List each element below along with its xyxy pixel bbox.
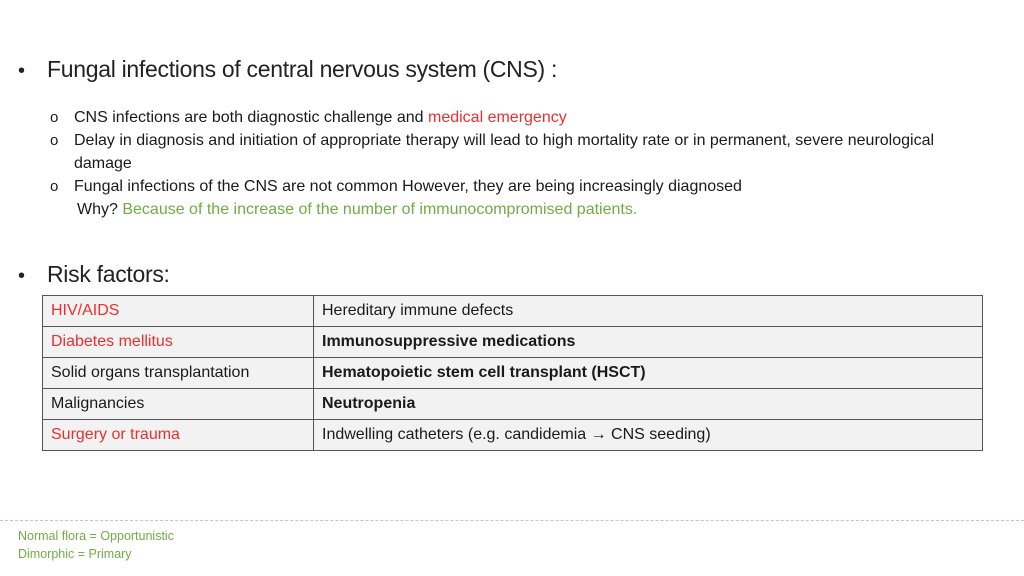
- section-heading-risk-factors: • Risk factors:: [18, 261, 170, 288]
- circle-bullet-icon: o: [50, 109, 59, 126]
- table-cell: Diabetes mellitus: [42, 326, 314, 358]
- point-text: Delay in diagnosis and initiation of app…: [74, 132, 935, 172]
- table-cell: Indwelling catheters (e.g. candidemia → …: [313, 419, 983, 451]
- list-item: o Delay in diagnosis and initiation of a…: [50, 129, 980, 175]
- table-cell: Solid organs transplantation: [42, 357, 314, 389]
- table-row: Malignancies Neutropenia: [42, 388, 983, 420]
- footer-note-1: Normal flora = Opportunistic: [18, 529, 174, 543]
- table-row: Surgery or trauma Indwelling catheters (…: [42, 419, 983, 451]
- why-answer: Because of the increase of the number of…: [122, 201, 638, 218]
- table-cell: Hereditary immune defects: [313, 295, 983, 327]
- table-cell: Surgery or trauma: [42, 419, 314, 451]
- list-item: o Fungal infections of the CNS are not c…: [50, 175, 980, 198]
- table-row: Diabetes mellitus Immunosuppressive medi…: [42, 326, 983, 358]
- section-title: Fungal infections of central nervous sys…: [47, 56, 558, 82]
- highlight-medical-emergency: medical emergency: [428, 109, 567, 126]
- point-text: CNS infections are both diagnostic chall…: [74, 109, 567, 126]
- section-title: Risk factors:: [47, 261, 170, 287]
- section-heading-fungal-infections: • Fungal infections of central nervous s…: [18, 56, 557, 83]
- footer-divider: [0, 520, 1024, 521]
- why-label: Why?: [77, 201, 123, 218]
- footer-notes: Normal flora = Opportunistic Dimorphic =…: [18, 527, 174, 563]
- bullet-icon: •: [18, 60, 25, 82]
- table-cell: Malignancies: [42, 388, 314, 420]
- cns-points-list: o CNS infections are both diagnostic cha…: [50, 106, 980, 221]
- list-item: o CNS infections are both diagnostic cha…: [50, 106, 980, 129]
- bullet-icon: •: [18, 265, 25, 287]
- table-cell: Immunosuppressive medications: [313, 326, 983, 358]
- footer-note-2: Dimorphic = Primary: [18, 547, 132, 561]
- table-cell: Neutropenia: [313, 388, 983, 420]
- table-row: HIV/AIDS Hereditary immune defects: [42, 295, 983, 327]
- point-text: Fungal infections of the CNS are not com…: [74, 178, 742, 195]
- risk-factors-table: HIV/AIDS Hereditary immune defects Diabe…: [42, 295, 983, 451]
- circle-bullet-icon: o: [50, 132, 59, 149]
- arrow-right-icon: →: [590, 426, 607, 443]
- table-cell: HIV/AIDS: [42, 295, 314, 327]
- table-row: Solid organs transplantation Hematopoiet…: [42, 357, 983, 389]
- table-cell: Hematopoietic stem cell transplant (HSCT…: [313, 357, 983, 389]
- circle-bullet-icon: o: [50, 178, 59, 195]
- why-line: Why? Because of the increase of the numb…: [50, 198, 980, 221]
